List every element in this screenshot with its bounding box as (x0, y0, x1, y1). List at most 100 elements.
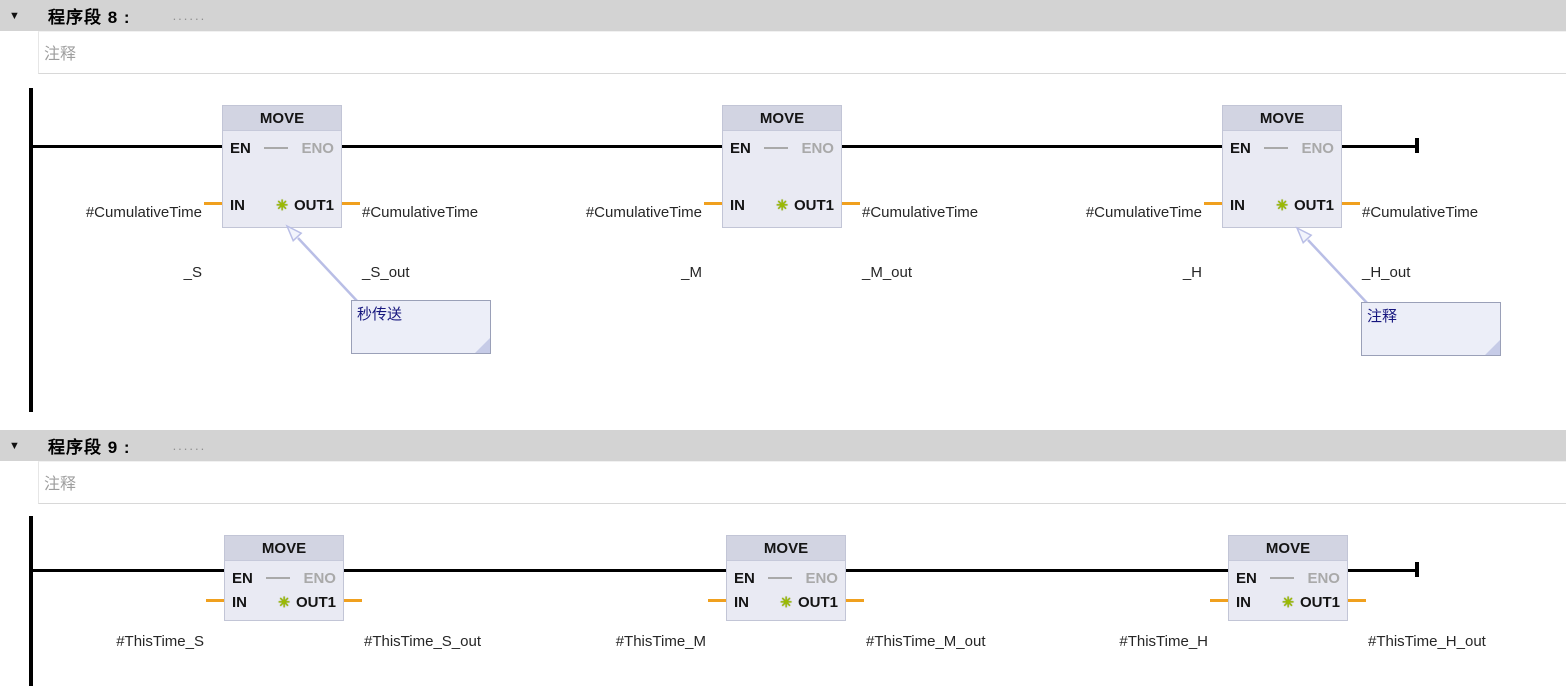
move-block[interactable]: MOVE EN ENO IN ✳ OUT1 (726, 535, 846, 621)
pin-in[interactable]: IN (730, 196, 745, 214)
pin-out1[interactable]: OUT1 (293, 196, 334, 214)
pin-in[interactable]: IN (1230, 196, 1245, 214)
pin-out1[interactable]: OUT1 (1293, 196, 1334, 214)
pin-eno[interactable]: ENO (1307, 569, 1340, 587)
operand-wire (1342, 202, 1360, 205)
power-rail (29, 516, 33, 686)
wire-segment (1348, 569, 1417, 572)
pin-out1[interactable]: OUT1 (295, 593, 336, 611)
block-title: MOVE (723, 106, 841, 131)
pin-eno[interactable]: ENO (1301, 139, 1334, 157)
network-9-comment-row[interactable]: 注释 (0, 461, 1566, 504)
operand-wire (342, 202, 360, 205)
pin-eno[interactable]: ENO (301, 139, 334, 157)
operand-out[interactable]: #CumulativeTime _S_out (362, 204, 479, 281)
wire-segment (31, 569, 224, 572)
pin-en[interactable]: EN (734, 569, 755, 587)
wire-segment (31, 145, 223, 148)
block-title: MOVE (1223, 106, 1341, 131)
pin-en[interactable]: EN (230, 139, 251, 157)
success-star-icon: ✳ (1276, 197, 1288, 213)
operand-out[interactable]: #CumulativeTime _M_out (862, 204, 979, 281)
operand-in[interactable]: #CumulativeTime _M (585, 204, 702, 281)
move-block[interactable]: MOVE EN ENO IN ✳ OUT1 (224, 535, 344, 621)
network-title-placeholder[interactable]: ...... (172, 7, 207, 23)
wire-segment (341, 145, 723, 148)
wire-segment (846, 569, 1228, 572)
move-block[interactable]: MOVE EN ENO IN ✳ OUT1 (1228, 535, 1348, 621)
en-eno-link (764, 147, 789, 149)
pin-in[interactable]: IN (1236, 593, 1251, 611)
success-star-icon: ✳ (278, 594, 290, 610)
comment-callout[interactable]: 注释 (1361, 302, 1501, 356)
success-star-icon: ✳ (1282, 594, 1294, 610)
operand-in[interactable]: #ThisTime_H (1119, 633, 1208, 650)
en-eno-link (1270, 577, 1295, 579)
pin-en[interactable]: EN (1230, 139, 1251, 157)
operand-out[interactable]: #ThisTime_S_out (364, 633, 481, 650)
collapse-icon[interactable]: ▼ (9, 439, 20, 452)
callout-arrow (1295, 226, 1369, 305)
network-8-header[interactable]: ▼ 程序段 8 : ...... (0, 0, 1566, 31)
operand-wire (1210, 599, 1228, 602)
folded-corner-icon (1485, 340, 1500, 355)
network-9-header[interactable]: ▼ 程序段 9 : ...... (0, 430, 1566, 461)
folded-corner-icon (475, 338, 490, 353)
pin-in[interactable]: IN (232, 593, 247, 611)
pin-out1[interactable]: OUT1 (1299, 593, 1340, 611)
operand-in[interactable]: #CumulativeTime _H (1085, 204, 1202, 281)
network-comment-placeholder[interactable]: 注释 (38, 461, 1566, 504)
network-9-section: ▼ 程序段 9 : ...... 注释 MOVE EN ENO IN ✳ OUT… (0, 430, 1566, 694)
pin-out1[interactable]: OUT1 (793, 196, 834, 214)
en-eno-link (768, 577, 793, 579)
operand-wire (1204, 202, 1222, 205)
pin-eno[interactable]: ENO (805, 569, 838, 587)
operand-wire (204, 202, 222, 205)
wire-segment (841, 145, 1223, 148)
move-block[interactable]: MOVE EN ENO IN ✳ OUT1 (222, 105, 342, 228)
network-title-placeholder[interactable]: ...... (172, 437, 207, 453)
pin-en[interactable]: EN (730, 139, 751, 157)
operand-in[interactable]: #CumulativeTime _S (85, 204, 202, 281)
pin-en[interactable]: EN (232, 569, 253, 587)
pin-eno[interactable]: ENO (303, 569, 336, 587)
operand-out[interactable]: #ThisTime_M_out (866, 633, 986, 650)
operand-out[interactable]: #ThisTime_H_out (1368, 633, 1486, 650)
success-star-icon: ✳ (276, 197, 288, 213)
wire-segment (1341, 145, 1417, 148)
success-star-icon: ✳ (776, 197, 788, 213)
collapse-icon[interactable]: ▼ (9, 9, 20, 22)
operand-in[interactable]: #ThisTime_S (116, 633, 204, 650)
rail-end-tick (1415, 138, 1419, 153)
rail-end-tick (1415, 562, 1419, 577)
block-title: MOVE (223, 106, 341, 131)
operand-wire (344, 599, 362, 602)
power-rail (29, 88, 33, 412)
operand-in[interactable]: #ThisTime_M (615, 633, 706, 650)
pin-in[interactable]: IN (734, 593, 749, 611)
network-8-canvas: MOVE EN ENO IN ✳ OUT1 #CumulativeTime _S… (0, 74, 1566, 430)
operand-wire (1348, 599, 1366, 602)
block-title: MOVE (1229, 536, 1347, 561)
network-title[interactable]: 程序段 9 : (48, 438, 131, 457)
operand-wire (708, 599, 726, 602)
operand-wire (206, 599, 224, 602)
move-block[interactable]: MOVE EN ENO IN ✳ OUT1 (1222, 105, 1342, 228)
wire-segment (344, 569, 726, 572)
network-9-canvas: MOVE EN ENO IN ✳ OUT1 #ThisTime_S #ThisT… (0, 504, 1566, 694)
pin-eno[interactable]: ENO (801, 139, 834, 157)
move-block[interactable]: MOVE EN ENO IN ✳ OUT1 (722, 105, 842, 228)
pin-out1[interactable]: OUT1 (797, 593, 838, 611)
block-title: MOVE (225, 536, 343, 561)
comment-callout[interactable]: 秒传送 (351, 300, 491, 354)
operand-wire (704, 202, 722, 205)
operand-out[interactable]: #CumulativeTime _H_out (1362, 204, 1479, 281)
pin-en[interactable]: EN (1236, 569, 1257, 587)
network-comment-placeholder[interactable]: 注释 (38, 31, 1566, 74)
network-8-section: ▼ 程序段 8 : ...... 注释 MOVE EN ENO IN ✳ OUT… (0, 0, 1566, 430)
operand-wire (842, 202, 860, 205)
pin-in[interactable]: IN (230, 196, 245, 214)
network-title[interactable]: 程序段 8 : (48, 8, 131, 27)
callout-arrow (285, 224, 359, 303)
network-8-comment-row[interactable]: 注释 (0, 31, 1566, 74)
